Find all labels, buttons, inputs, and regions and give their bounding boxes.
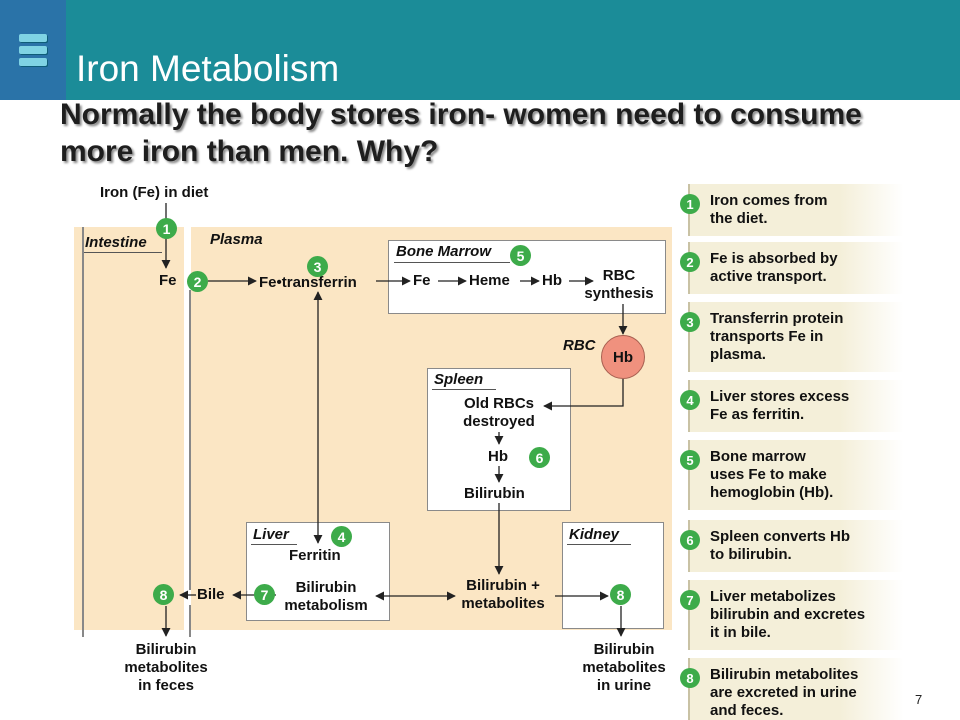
legend-7-badge: 7: [680, 590, 700, 610]
ferritin-label: Ferritin: [289, 547, 341, 564]
marrow-heme-label: Heme: [469, 272, 510, 289]
marrow-hb-label: Hb: [542, 272, 562, 289]
legend-item-1: 1 Iron comes from the diet.: [680, 184, 904, 236]
old-rbcs-label: Old RBCs destroyed: [463, 395, 535, 430]
step-8-feces-badge: 8: [153, 584, 174, 605]
bilirubin-metabolism-label: Bilirubin metabolism: [284, 579, 368, 614]
liver-title: Liver: [253, 526, 289, 543]
step-8-urine-badge: 8: [610, 584, 631, 605]
fe-transferrin-label: Fe•transferrin: [259, 274, 357, 291]
step-4-badge: 4: [331, 526, 352, 547]
urine-label: Bilirubin metabolites in urine: [582, 641, 666, 694]
kidney-underline: [567, 544, 631, 545]
legend-6-badge: 6: [680, 530, 700, 550]
kidney-title: Kidney: [569, 526, 620, 543]
marrow-fe-label: Fe: [413, 272, 431, 289]
fe-intestine-label: Fe: [159, 272, 177, 289]
legend-1-badge: 1: [680, 194, 700, 214]
spleen-hb-label: Hb: [488, 448, 508, 465]
legend-item-2: 2 Fe is absorbed by active transport.: [680, 242, 904, 294]
legend-1-text: Iron comes from the diet.: [710, 192, 828, 227]
intestine-region: [74, 227, 184, 630]
step-3-badge: 3: [307, 256, 328, 277]
iron-in-diet-label: Iron (Fe) in diet: [100, 184, 209, 201]
menu-logo-icon: [0, 0, 66, 100]
legend-4-badge: 4: [680, 390, 700, 410]
legend-item-4: 4 Liver stores excess Fe as ferritin.: [680, 380, 904, 432]
intestine-wall-line: [82, 227, 84, 637]
bone-marrow-underline: [394, 262, 510, 263]
legend-8-text: Bilirubin metabolites are excreted in ur…: [710, 666, 859, 719]
rbc-label: RBC: [563, 337, 596, 354]
step-7-badge: 7: [254, 584, 275, 605]
spleen-underline: [432, 389, 496, 390]
kidney-box: [562, 522, 664, 629]
plasma-wall-line-upper: [189, 290, 191, 590]
title-bar: Iron Metabolism: [0, 0, 960, 100]
legend-5-text: Bone marrow uses Fe to make hemoglobin (…: [710, 448, 834, 501]
bone-marrow-title: Bone Marrow: [396, 243, 492, 260]
legend-item-5: 5 Bone marrow uses Fe to make hemoglobin…: [680, 440, 904, 510]
legend-2-badge: 2: [680, 252, 700, 272]
rbc-synthesis-label: RBC synthesis: [584, 267, 654, 302]
rbc-hb-circle: Hb: [601, 335, 645, 379]
legend-item-3: 3 Transferrin protein transports Fe in p…: [680, 302, 904, 372]
step-1-badge: 1: [156, 218, 177, 239]
feces-label: Bilirubin metabolites in feces: [124, 641, 208, 694]
intestine-underline: [84, 252, 162, 253]
legend-item-6: 6 Spleen converts Hb to bilirubin.: [680, 520, 904, 572]
step-2-badge: 2: [187, 271, 208, 292]
step-6-badge: 6: [529, 447, 550, 468]
legend-6-text: Spleen converts Hb to bilirubin.: [710, 528, 851, 563]
legend-3-badge: 3: [680, 312, 700, 332]
legend-8-badge: 8: [680, 668, 700, 688]
liver-underline: [251, 544, 297, 545]
plasma-wall-line-lower: [189, 605, 191, 637]
bile-label: Bile: [197, 586, 225, 603]
legend-4-text: Liver stores excess Fe as ferritin.: [710, 388, 850, 423]
legend-item-8: 8 Bilirubin metabolites are excreted in …: [680, 658, 904, 720]
plasma-label: Plasma: [210, 231, 263, 248]
legend-item-7: 7 Liver metabolizes bilirubin and excret…: [680, 580, 904, 650]
slide-title: Iron Metabolism: [76, 48, 340, 89]
intestine-label: Intestine: [85, 234, 147, 251]
legend-7-text: Liver metabolizes bilirubin and excretes…: [710, 588, 866, 641]
legend-5-badge: 5: [680, 450, 700, 470]
bilirubin-metabolites-label: Bilirubin + metabolites: [461, 577, 545, 612]
spleen-title: Spleen: [434, 371, 484, 388]
slide-number: 7: [915, 692, 923, 707]
spleen-bilirubin-label: Bilirubin: [464, 485, 525, 502]
legend-3-text: Transferrin protein transports Fe in pla…: [710, 310, 844, 363]
step-5-badge: 5: [510, 245, 531, 266]
legend-2-text: Fe is absorbed by active transport.: [710, 250, 838, 285]
slide-subtitle: Normally the body stores iron- women nee…: [60, 98, 862, 168]
